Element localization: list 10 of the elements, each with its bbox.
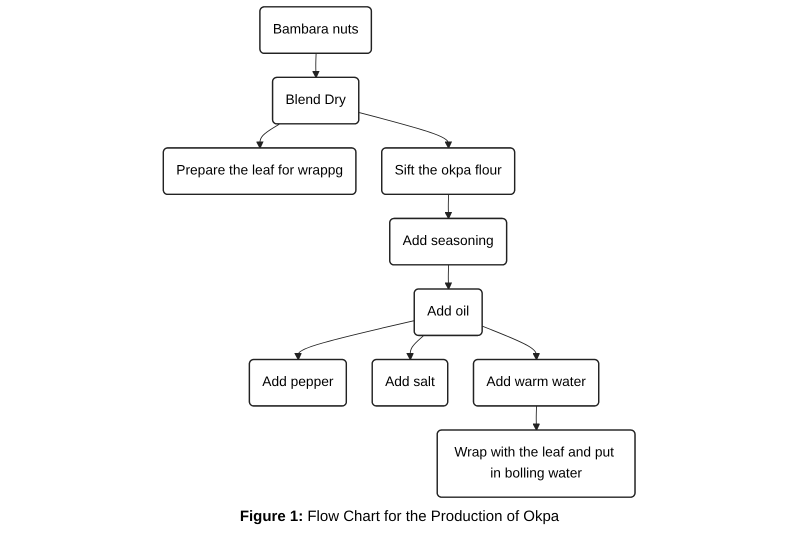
arrow <box>406 335 424 360</box>
arrow <box>532 406 540 431</box>
arrow <box>482 326 540 360</box>
arrow <box>294 320 416 360</box>
arrow <box>312 53 320 78</box>
arrow <box>444 194 452 220</box>
arrow <box>359 112 452 149</box>
figure-caption: Figure 1: Flow Chart for the Production of Okpa <box>240 508 560 525</box>
arrow <box>256 124 280 149</box>
arrow <box>444 264 452 290</box>
